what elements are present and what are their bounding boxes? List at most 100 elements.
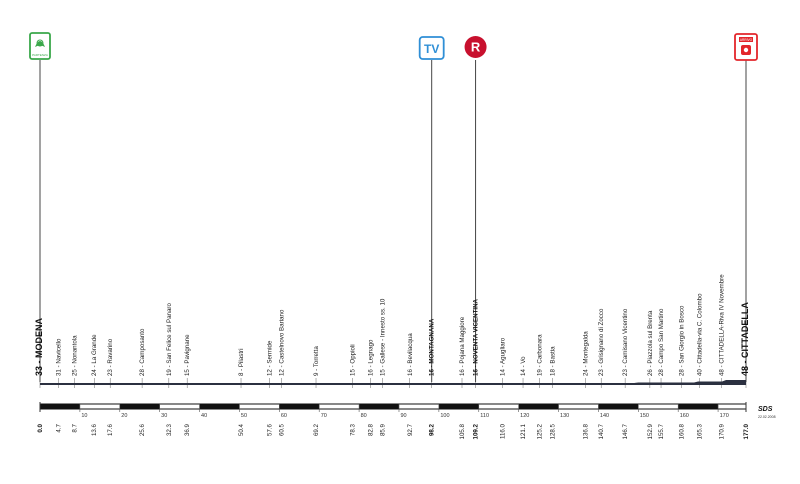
- checkpoint-km-label: 69.2: [313, 423, 320, 436]
- start-logo-caption: PARTENZA: [32, 53, 48, 57]
- checkpoint-label: 48 - CITTADELLA-Riva IV Novembre: [719, 274, 726, 376]
- refreshment-icon: R: [464, 36, 487, 58]
- checkpoint-km-label: 85.9: [380, 423, 387, 436]
- start-logo-icon: PARTENZA: [29, 32, 51, 60]
- checkpoint-label: 25 - Nonantola: [72, 335, 79, 376]
- checkpoint-km-label: 92.7: [407, 423, 414, 436]
- checkpoint-km-label: 146.7: [622, 423, 629, 439]
- checkpoint-label: 18 - Bastia: [550, 346, 557, 376]
- sds-stamp: SDS 22.02.2008: [758, 406, 776, 419]
- checkpoint-km-label: 50.4: [238, 423, 245, 436]
- elevation-profile: [40, 380, 746, 385]
- checkpoint-label: 28 - Campo San Martino: [658, 308, 665, 376]
- checkpoint-km-label: 17.6: [107, 423, 114, 436]
- scale-tick-label: 60: [281, 413, 287, 419]
- scale-tick-label: 150: [640, 413, 649, 419]
- checkpoint-km-label: 4.7: [56, 423, 63, 432]
- scale-segment: [119, 404, 160, 409]
- checkpoint-label: 19 - San Felice sul Panaro: [166, 303, 173, 376]
- checkpoint-label: 40 - Cittadella-via C. Colombo: [696, 293, 703, 376]
- scale-tick-label: 110: [480, 413, 489, 419]
- scale-tick-label: 50: [241, 413, 247, 419]
- checkpoint-km-label: 152.9: [647, 423, 654, 439]
- start-logo-mark: [36, 39, 44, 47]
- checkpoint-km-label: 136.8: [583, 423, 590, 439]
- checkpoint-km-label: 165.3: [696, 423, 703, 439]
- scale-tick-label: 160: [680, 413, 689, 419]
- scale-tick-label: 30: [161, 413, 167, 419]
- scale-segment: [40, 404, 80, 409]
- refreshment-label: R: [471, 40, 481, 55]
- checkpoint-km-label: 121.1: [520, 423, 527, 439]
- checkpoint-km-label: 155.7: [658, 423, 665, 439]
- checkpoint-label: 28 - Camposanto: [139, 328, 146, 376]
- checkpoint-km-label: 160.8: [678, 423, 685, 439]
- checkpoint-km-label: 57.6: [267, 423, 274, 436]
- checkpoint-km-label: 8.7: [72, 423, 79, 432]
- scale-tick-label: 80: [361, 413, 367, 419]
- checkpoint-label: 12 - Castelnovo Bariano: [278, 309, 285, 376]
- checkpoint-label: 48 - CITTADELLA: [740, 302, 750, 376]
- checkpoint-label: 23 - Grisignano di Zocco: [598, 308, 605, 376]
- checkpoint-km-label: 60.5: [278, 423, 285, 436]
- checkpoint-label: 9 - Torretta: [313, 346, 320, 376]
- checkpoint-km-label: 128.5: [550, 423, 557, 439]
- scale-tick-label: 130: [560, 413, 569, 419]
- checkpoint-label: 33 - MODENA: [34, 317, 44, 376]
- scale-tick-label: 100: [440, 413, 449, 419]
- checkpoint-label: 31 - Navicello: [56, 338, 63, 376]
- checkpoint-label: 16 - MONTAGNANA: [429, 318, 436, 376]
- stage-markers: PARTENZA TV R ARRIVO: [29, 32, 758, 61]
- checkpoint-km-label: 140.7: [598, 423, 605, 439]
- finish-logo-dot: [743, 47, 749, 53]
- scale-tick-label: 20: [121, 413, 127, 419]
- stamp-text: SDS: [758, 406, 773, 413]
- scale-tick-label: 10: [81, 413, 87, 419]
- checkpoint-km-label: 116.0: [500, 423, 507, 439]
- checkpoint-label: 26 - Piazzola sul Brenta: [647, 310, 654, 376]
- scale-tick-label: 90: [400, 413, 406, 419]
- scale-segment: [598, 404, 639, 409]
- checkpoint-km-label: 36.9: [184, 423, 191, 436]
- checkpoint-km-label: 98.2: [429, 423, 436, 436]
- checkpoint-km-label: 82.8: [367, 423, 374, 436]
- refreshment-circle: [464, 36, 487, 58]
- scale-tick-label: 40: [201, 413, 207, 419]
- checkpoint-km-label: 177.0: [743, 423, 750, 439]
- checkpoint-km-label: 170.9: [719, 423, 726, 439]
- scale-segment: [438, 404, 479, 409]
- checkpoint-km-label: 25.6: [139, 423, 146, 436]
- checkpoint-label: 12 - Sermide: [267, 340, 274, 376]
- checkpoint-km-label: 13.6: [91, 423, 98, 436]
- checkpoint-km-label: 105.8: [459, 423, 466, 439]
- scale-segment: [279, 404, 320, 409]
- finish-logo-banner: [739, 37, 753, 42]
- scale-tick-label: 120: [520, 413, 529, 419]
- stamp-date: 22.02.2008: [758, 415, 776, 419]
- tv-frame: [418, 36, 445, 60]
- checkpoint-label: 16 - Pojana Maggiore: [459, 316, 466, 376]
- checkpoint-km-label: 109.2: [473, 423, 480, 439]
- checkpoint-label: 15 - Oppioli: [349, 344, 356, 376]
- checkpoint-label: 14 - Vo: [520, 356, 527, 376]
- tv-label: TV: [424, 42, 439, 56]
- checkpoint-label: 14 - Agugliaro: [500, 337, 507, 376]
- checkpoint-km-label: 125.2: [536, 423, 543, 439]
- checkpoint-label: 24 - La Grande: [91, 334, 98, 376]
- checkpoint-label: 15 - Gallese - Innesto ss. 10: [380, 298, 387, 376]
- scale-tick-label: 70: [321, 413, 327, 419]
- finish-logo-icon: ARRIVO: [734, 33, 758, 61]
- scale-segment: [359, 404, 399, 409]
- scale-tick-label: 170: [720, 413, 729, 419]
- scale-segment: [518, 404, 559, 409]
- checkpoint-label: 24 - Montegalda: [583, 331, 590, 376]
- checkpoint-label: 16 - Bevilacqua: [407, 333, 414, 376]
- checkpoint-label: 23 - Camisano Vicentino: [622, 308, 629, 376]
- checkpoint-label: 28 - San Giorgio in Bosco: [678, 305, 685, 376]
- checkpoint-label: 16 - NOVENTA VICENTINA: [473, 298, 480, 376]
- checkpoint-label: 15 - Pavignane: [184, 334, 191, 376]
- finish-logo-caption: ARRIVO: [740, 38, 753, 42]
- checkpoint-labels: 33 - MODENA 31 - Navicello 25 - Nonantola 2…: [34, 274, 750, 376]
